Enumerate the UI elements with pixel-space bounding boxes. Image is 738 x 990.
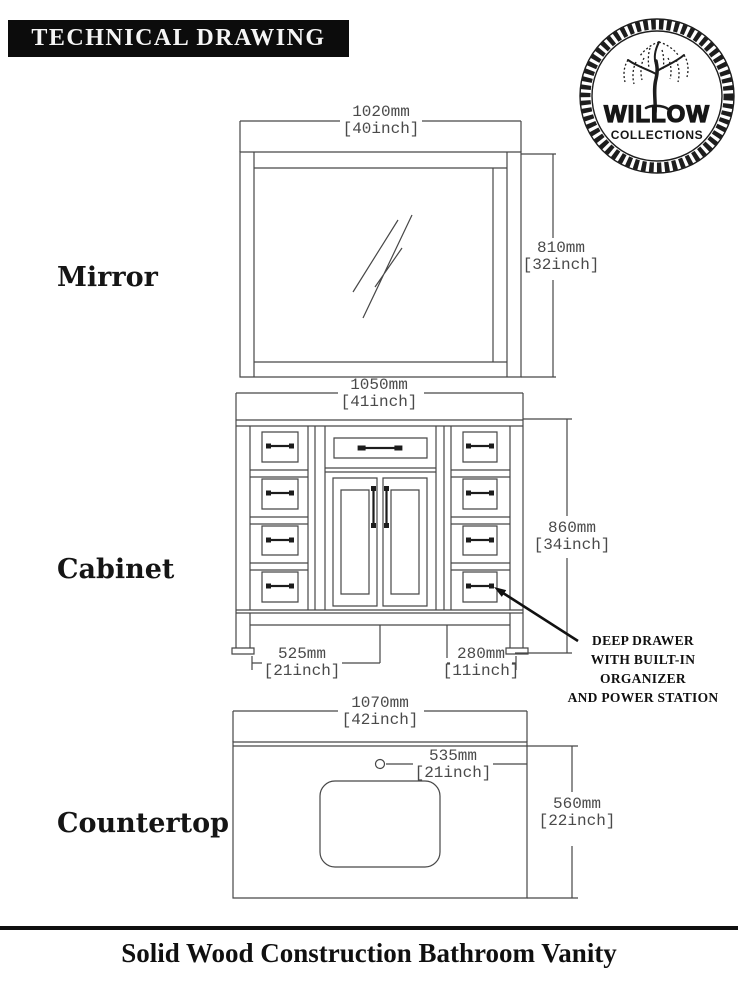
cabinet-right-width-in: [11inch] bbox=[442, 662, 520, 680]
mirror-view bbox=[239, 120, 556, 378]
footer-divider bbox=[0, 926, 738, 930]
cabinet-feet bbox=[231, 647, 529, 655]
countertop-faucet-mm: 535mm bbox=[428, 747, 477, 765]
countertop-depth-mm: 560mm bbox=[552, 795, 601, 813]
countertop-faucet-in: [21inch] bbox=[414, 764, 492, 782]
cabinet-height-in: [34inch] bbox=[533, 536, 611, 554]
mirror-label: Mirror bbox=[57, 262, 158, 293]
left-drawer-fronts bbox=[261, 431, 299, 603]
logo-brand-text: WILLOW bbox=[603, 100, 710, 128]
cabinet-left-width-dimension: 525mm [21inch] bbox=[264, 646, 341, 680]
mirror-width-mm: 1020mm bbox=[352, 103, 410, 121]
cabinet-view bbox=[231, 392, 572, 670]
callout-line-1: DEEP DRAWER bbox=[592, 633, 694, 648]
deep-drawer-callout: DEEP DRAWER WITH BUILT-IN ORGANIZER AND … bbox=[568, 631, 719, 707]
footer-title: Solid Wood Construction Bathroom Vanity bbox=[121, 938, 617, 968]
mirror-width-dimension: 1020mm [40inch] bbox=[343, 104, 420, 138]
countertop-width-mm: 1070mm bbox=[351, 694, 409, 712]
sink-cutout bbox=[319, 780, 441, 868]
callout-arrow-icon bbox=[494, 587, 579, 643]
handles bbox=[266, 443, 494, 589]
countertop-width-dimension: 1070mm [42inch] bbox=[342, 695, 419, 729]
countertop-view bbox=[232, 710, 578, 899]
header-bar: TECHNICAL DRAWING bbox=[8, 20, 349, 57]
willow-collections-logo-icon bbox=[579, 18, 735, 174]
mirror-height-in: [32inch] bbox=[522, 256, 600, 274]
mirror-width-in: [40inch] bbox=[342, 120, 420, 138]
right-drawer-fronts bbox=[462, 431, 498, 603]
willow-foliage-icon bbox=[623, 41, 689, 85]
brand-logo: WILLOW COLLECTIONS bbox=[578, 16, 736, 178]
cabinet-right-width-dimension: 280mm [11inch] bbox=[443, 646, 520, 680]
countertop-width-in: [42inch] bbox=[341, 711, 419, 729]
page-title: TECHNICAL DRAWING bbox=[31, 25, 326, 51]
logo-sub-text: COLLECTIONS bbox=[610, 128, 704, 142]
cabinet-doors bbox=[332, 477, 428, 607]
callout-line-3: ORGANIZER bbox=[600, 671, 686, 686]
willow-tree-icon bbox=[627, 41, 685, 114]
countertop-depth-dimension: 560mm [22inch] bbox=[539, 796, 616, 830]
callout-line-4: AND POWER STATION bbox=[567, 690, 719, 705]
cabinet-height-dimension: 860mm [34inch] bbox=[534, 520, 611, 554]
cabinet-left-width-in: [21inch] bbox=[263, 662, 341, 680]
cabinet-height-mm: 860mm bbox=[547, 519, 596, 537]
cabinet-width-dimension: 1050mm [41inch] bbox=[341, 377, 418, 411]
countertop-faucet-dimension: 535mm [21inch] bbox=[415, 748, 492, 782]
mirror-reflection-lines bbox=[352, 214, 413, 319]
center-drawer-front bbox=[325, 437, 436, 473]
countertop-depth-in: [22inch] bbox=[538, 812, 616, 830]
cabinet-label: Cabinet bbox=[57, 554, 175, 585]
mirror-height-dimension: 810mm [32inch] bbox=[523, 240, 600, 274]
countertop-label: Countertop bbox=[57, 808, 229, 839]
cabinet-right-width-mm: 280mm bbox=[456, 645, 505, 663]
cabinet-left-width-mm: 525mm bbox=[277, 645, 326, 663]
mirror-height-mm: 810mm bbox=[536, 239, 585, 257]
cabinet-width-mm: 1050mm bbox=[350, 376, 408, 394]
callout-line-2: WITH BUILT-IN bbox=[590, 652, 696, 667]
faucet-hole bbox=[374, 758, 386, 770]
cabinet-width-in: [41inch] bbox=[340, 393, 418, 411]
